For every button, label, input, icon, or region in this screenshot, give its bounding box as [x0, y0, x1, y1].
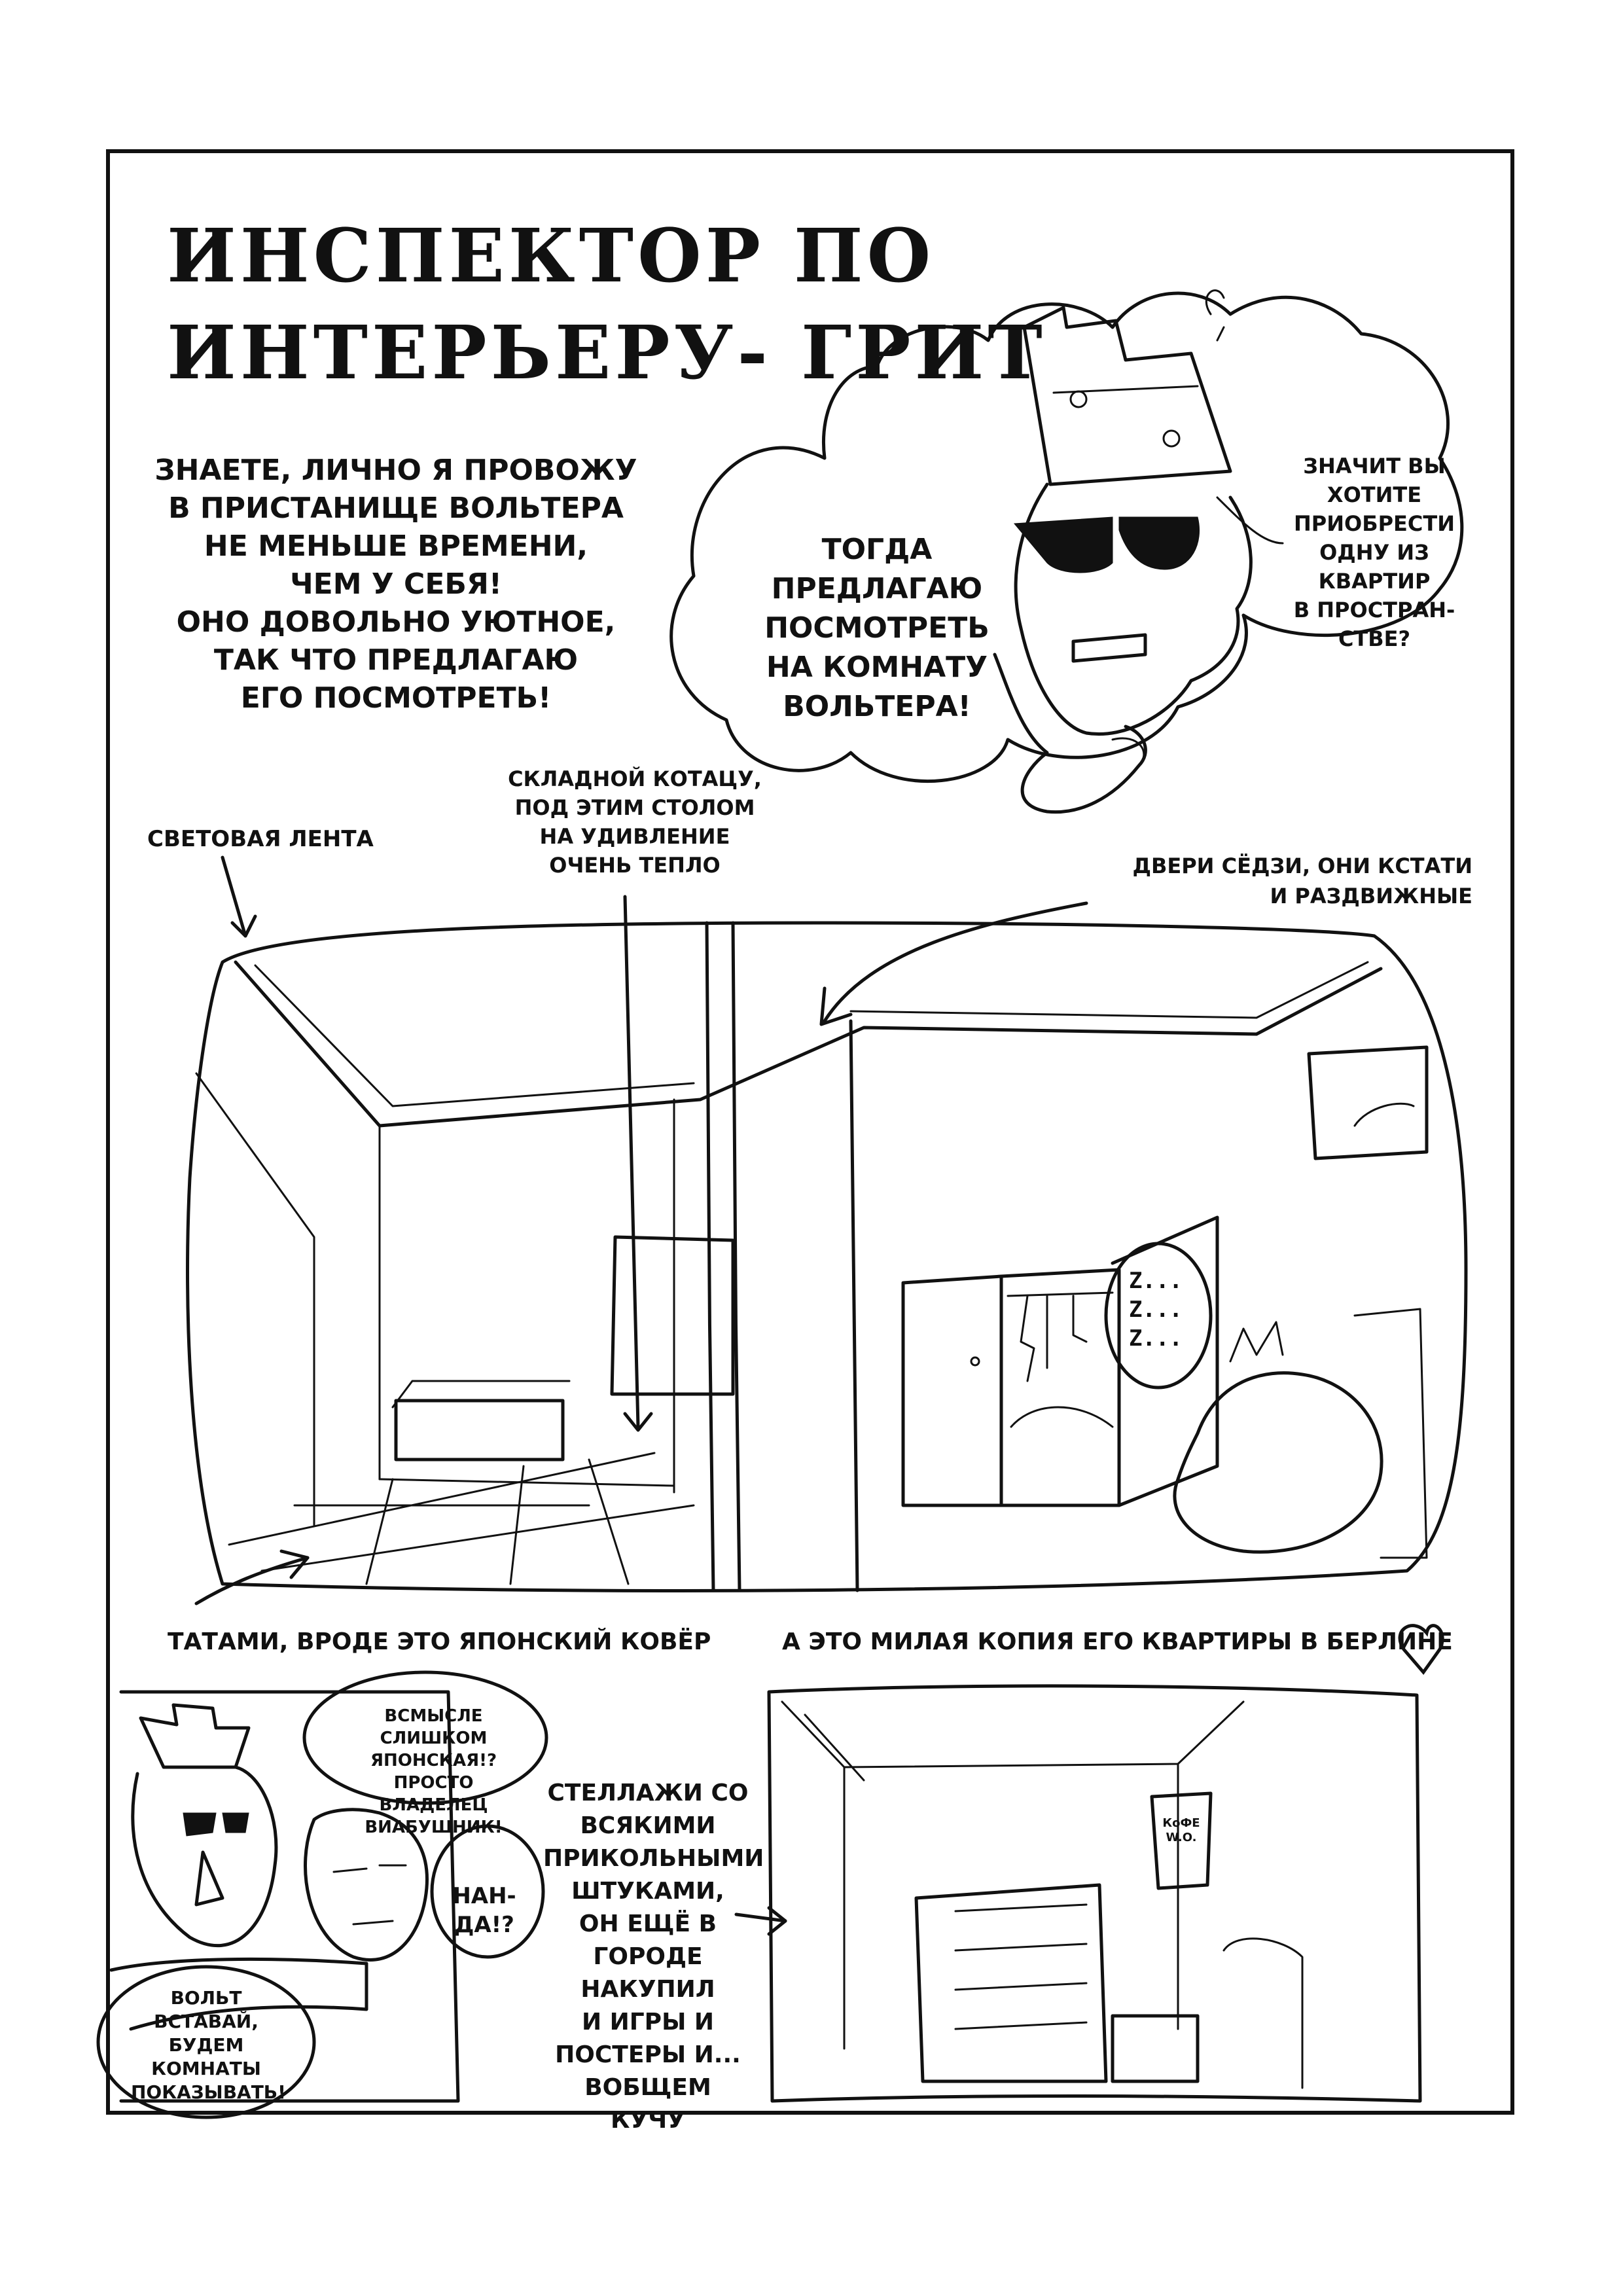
poster-text: КоФЕ W.O.: [1162, 1816, 1200, 1844]
label-kotatsu: СКЛАДНОЙ КОТАЦУ, ПОД ЭТИМ СТОЛОМ НА УДИВ…: [508, 766, 762, 878]
label-berlin-copy: А ЭТО МИЛАЯ КОПИЯ ЕГО КВАРТИРЫ В БЕРЛИНЕ: [782, 1628, 1453, 1655]
label-light-strip: СВЕТОВАЯ ЛЕНТА: [147, 826, 374, 852]
title-line-2: ИНТЕРЬЕРУ- ГРИТ: [167, 310, 1046, 396]
sleep-bubble-text: Z... Z... Z...: [1129, 1268, 1183, 1352]
heart-icon: [1398, 1624, 1444, 1676]
intro-narration: ЗНАЕТЕ, ЛИЧНО Я ПРОВОЖУ В ПРИСТАНИЩЕ ВОЛ…: [154, 454, 637, 715]
characters-panel: [96, 1670, 548, 2119]
page-frame: [106, 149, 1514, 2115]
label-shelves: СТЕЛЛАЖИ СО ВСЯКИМИ ПРИКОЛЬНЫМИ ШТУКАМИ,…: [543, 1780, 764, 2134]
page-title: ИНСПЕКТОР ПО ИНТЕРЬЕРУ- ГРИТ: [167, 208, 1046, 402]
grit-character: [993, 289, 1284, 814]
room-panel: [186, 855, 1468, 1605]
label-shoji-doors: ДВЕРИ СЁДЗИ, ОНИ КСТАТИ И РАЗДВИЖНЫЕ: [1132, 853, 1472, 908]
title-line-1: ИНСПЕКТОР ПО: [167, 213, 935, 299]
speech-cloud: [669, 291, 1464, 783]
label-tatami: ТАТАМИ, ВРОДЕ ЭТО ЯПОНСКИЙ КОВЁР: [168, 1628, 711, 1655]
berlin-room-panel: [734, 1684, 1422, 2103]
speech-bubble-left: ТОГДА ПРЕДЛАГАЮ ПОСМОТРЕТЬ НА КОМНАТУ ВО…: [764, 533, 990, 723]
speech-bubble-bottom: ВОЛЬТ ВСТАВАЙ, БУДЕМ КОМНАТЫ ПОКАЗЫВАТЬ!: [131, 1987, 286, 2103]
speech-bubble-right: ЗНАЧИТ ВЫ ХОТИТЕ ПРИОБРЕСТИ ОДНУ ИЗ КВАР…: [1293, 454, 1455, 651]
speech-bubble-nanda: НАН- ДА!?: [452, 1883, 516, 1938]
speech-bubble-top: ВСМЫСЛЕ СЛИШКОМ ЯПОНСКАЯ!? ПРОСТО ВЛАДЕЛ…: [365, 1706, 503, 1837]
